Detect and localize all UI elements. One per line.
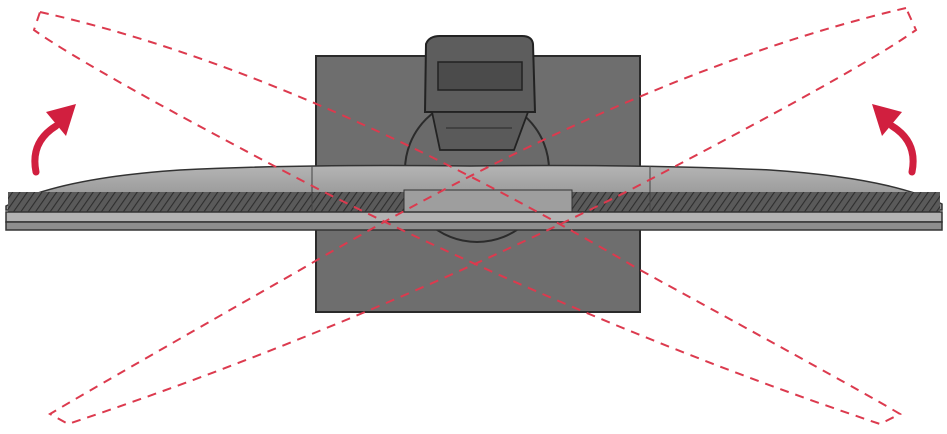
swivel-outlines — [32, 6, 918, 426]
monitor-center-block — [403, 189, 573, 215]
swivel-outline-clockwise — [32, 10, 903, 426]
stand-handle-grip — [437, 61, 523, 91]
monitor-front-edge — [5, 211, 943, 223]
stand-neck — [430, 111, 530, 151]
monitor-front-edge-lower — [5, 221, 943, 231]
swivel-outline-counterclockwise — [48, 6, 918, 426]
curved-arrow-up-left-icon — [872, 104, 917, 176]
curved-arrow-up-right-icon — [31, 104, 76, 176]
